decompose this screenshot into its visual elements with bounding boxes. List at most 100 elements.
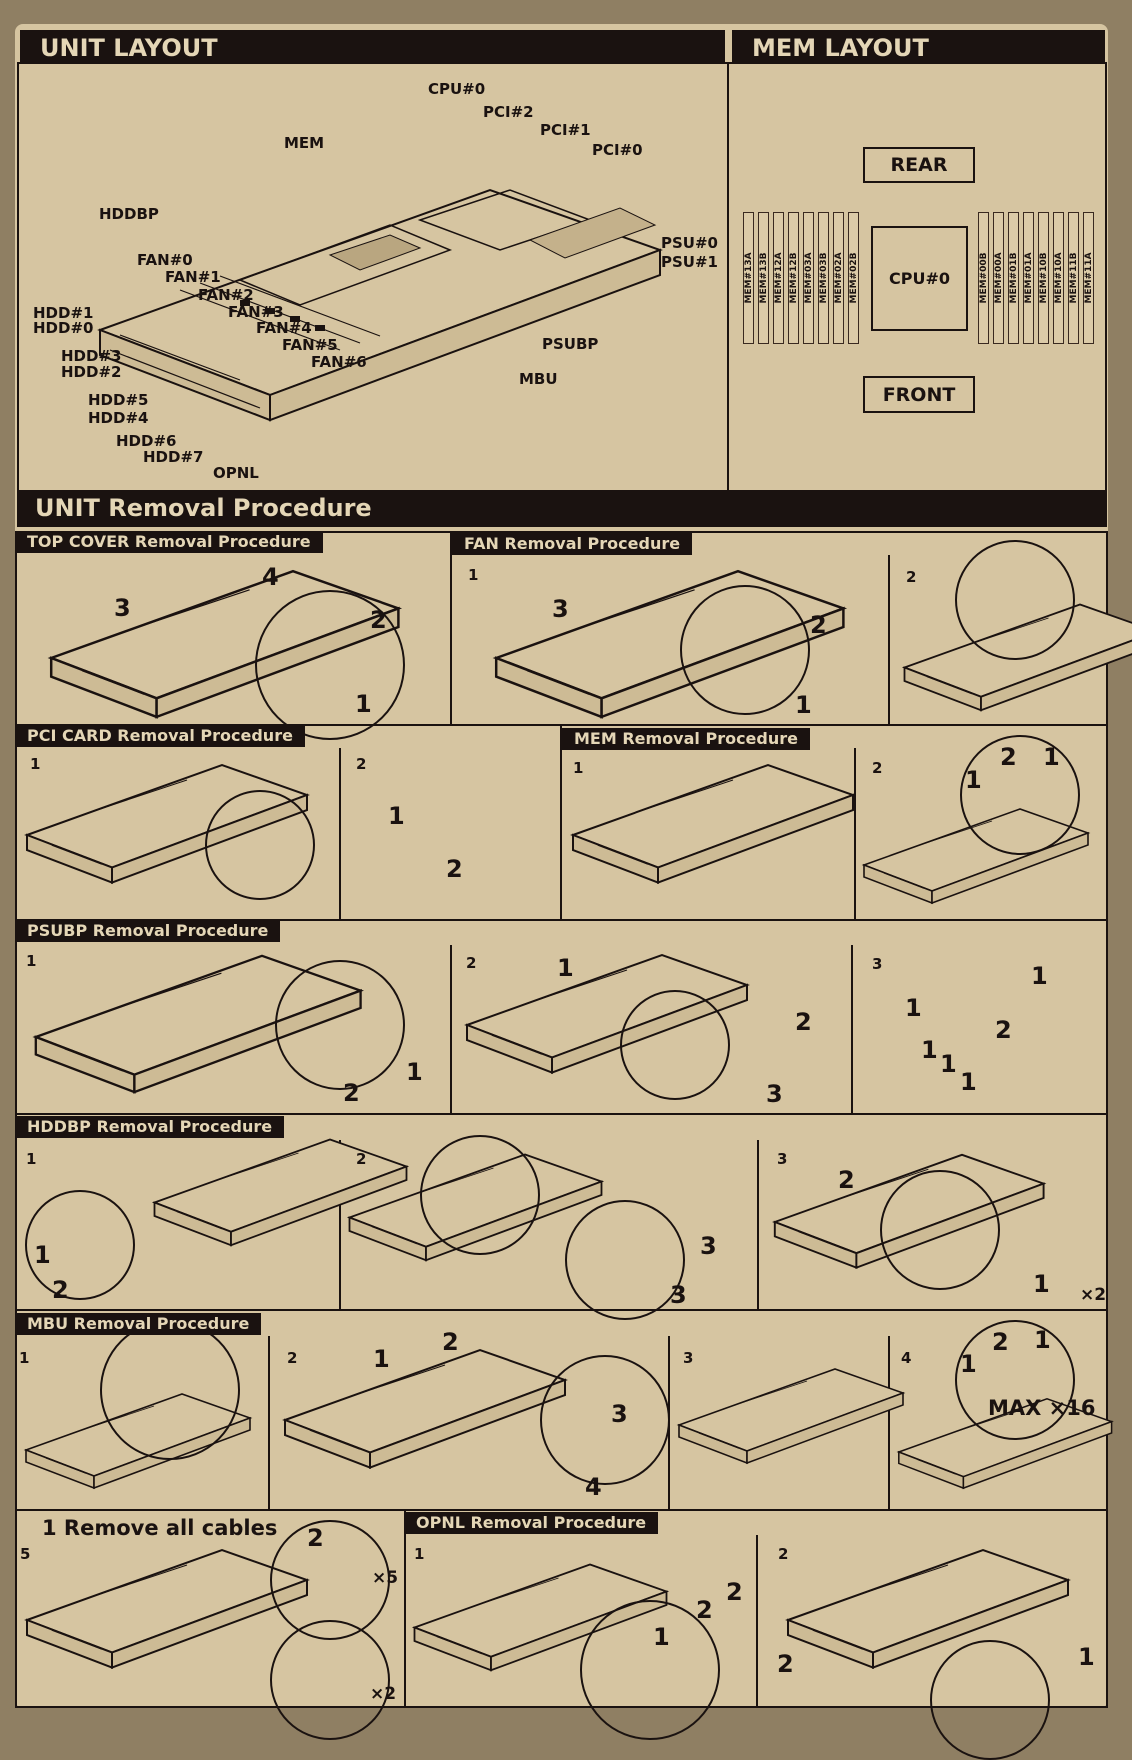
- step-number: 2: [778, 1545, 788, 1563]
- callout-label: ×5: [372, 1570, 398, 1587]
- callout-label: 2: [343, 1081, 360, 1105]
- dimm-slot-label: MEM#00A: [994, 252, 1004, 303]
- dimm-slot: MEM#02B: [848, 212, 859, 344]
- detail-magnifier-circle: [420, 1135, 540, 1255]
- callout-label: 1: [960, 1352, 977, 1376]
- detail-magnifier-circle: [955, 1320, 1075, 1440]
- pci-card-title: PCI CARD Removal Procedure: [15, 725, 305, 747]
- unit-label: FAN#6: [311, 353, 367, 371]
- step-number: 1: [26, 1150, 36, 1168]
- dimm-slot: MEM#10A: [1053, 212, 1064, 344]
- detail-magnifier-circle: [960, 735, 1080, 855]
- detail-magnifier-circle: [565, 1200, 685, 1320]
- detail-magnifier-circle: [205, 790, 315, 900]
- callout-label: 1: [1043, 745, 1060, 769]
- callout-label: 3: [611, 1402, 628, 1426]
- dimm-slot-label: MEM#02A: [834, 252, 844, 303]
- unit-label: FAN#4: [256, 319, 312, 337]
- callout-label: 1 Remove all cables: [42, 1518, 277, 1539]
- dimm-slot-label: MEM#03A: [804, 252, 814, 303]
- top-cover-title: TOP COVER Removal Procedure: [15, 531, 323, 553]
- step-number: 5: [20, 1545, 30, 1563]
- step-number: 3: [777, 1150, 787, 1168]
- step-number: 3: [683, 1349, 693, 1367]
- callout-label: 3: [700, 1234, 717, 1258]
- unit-label: HDD#7: [143, 448, 203, 466]
- step-number: 1: [26, 952, 36, 970]
- callout-label: 1: [795, 693, 812, 717]
- callout-label: 1: [960, 1070, 977, 1094]
- callout-label: 2: [795, 1010, 812, 1034]
- step-number: 1: [19, 1349, 29, 1367]
- callout-label: 2: [442, 1330, 459, 1354]
- dimm-slot-label: MEM#12B: [789, 253, 799, 304]
- callout-label: 2: [726, 1580, 743, 1604]
- step-number: 2: [906, 568, 916, 586]
- callout-label: 1: [373, 1347, 390, 1371]
- detail-magnifier-circle: [680, 585, 810, 715]
- detail-magnifier-circle: [275, 960, 405, 1090]
- unit-label: PCI#0: [592, 141, 643, 159]
- callout-label: 1: [1078, 1645, 1095, 1669]
- dimm-slot: MEM#00A: [993, 212, 1004, 344]
- callout-label: 2: [446, 857, 463, 881]
- unit-label: CPU#0: [428, 80, 485, 98]
- callout-label: 1: [965, 768, 982, 792]
- server-unit-illustration: [90, 180, 670, 450]
- detail-magnifier-circle: [955, 540, 1075, 660]
- callout-label: 3: [114, 596, 131, 620]
- step-number: 2: [356, 1150, 366, 1168]
- callout-label: ×2: [370, 1686, 396, 1703]
- rear-label: REAR: [863, 147, 975, 183]
- dimm-slot-label: MEM#11A: [1084, 252, 1094, 303]
- callout-label: 1: [905, 996, 922, 1020]
- callout-label: 1: [940, 1052, 957, 1076]
- dimm-slot-label: MEM#01A: [1024, 252, 1034, 303]
- fan-title: FAN Removal Procedure: [452, 533, 692, 555]
- callout-label: 2: [307, 1526, 324, 1550]
- dimm-slot-label: MEM#12A: [774, 252, 784, 303]
- callout-label: 1: [1034, 1328, 1051, 1352]
- server-chassis-illustration: [568, 760, 858, 885]
- detail-magnifier-circle: [100, 1320, 240, 1460]
- step-number: 1: [468, 566, 478, 584]
- callout-label: 1: [34, 1243, 51, 1267]
- server-chassis-illustration: [783, 1545, 1073, 1670]
- callout-label: 4: [262, 565, 279, 589]
- dimm-slot: MEM#11B: [1068, 212, 1079, 344]
- step-number: 4: [901, 1349, 911, 1367]
- callout-label: 1: [653, 1625, 670, 1649]
- unit-removal-header: UNIT Removal Procedure: [17, 490, 1107, 527]
- callout-label: 2: [992, 1330, 1009, 1354]
- dimm-slot-label: MEM#03B: [819, 253, 829, 304]
- cpu0-socket: CPU#0: [871, 226, 968, 331]
- unit-label: FAN#2: [198, 286, 254, 304]
- detail-magnifier-circle: [930, 1640, 1050, 1760]
- callout-label: 1: [1031, 964, 1048, 988]
- callout-label: 1: [557, 956, 574, 980]
- dimm-slot: MEM#10B: [1038, 212, 1049, 344]
- unit-label: HDD#4: [88, 409, 148, 427]
- dimm-slot: MEM#11A: [1083, 212, 1094, 344]
- dimm-slot: MEM#12A: [773, 212, 784, 344]
- callout-label: 1: [388, 804, 405, 828]
- detail-magnifier-circle: [880, 1170, 1000, 1290]
- unit-label: PSU#0: [661, 234, 718, 252]
- dimm-slot-label: MEM#00B: [979, 253, 989, 304]
- server-chassis-illustration: [22, 1545, 312, 1670]
- callout-label: 2: [777, 1652, 794, 1676]
- unit-label: OPNL: [213, 464, 259, 482]
- step-number: 2: [466, 954, 476, 972]
- mbu-title: MBU Removal Procedure: [15, 1313, 261, 1335]
- callout-label: 2: [995, 1018, 1012, 1042]
- dimm-slot: MEM#13B: [758, 212, 769, 344]
- step-number: 2: [356, 755, 366, 773]
- dimm-slot: MEM#03A: [803, 212, 814, 344]
- server-chassis-illustration: [675, 1365, 907, 1465]
- unit-label: HDD#0: [33, 319, 93, 337]
- callout-label: 1: [406, 1060, 423, 1084]
- dimm-slot: MEM#02A: [833, 212, 844, 344]
- callout-label: MAX ×16: [988, 1398, 1095, 1419]
- step-number: 1: [573, 759, 583, 777]
- unit-label: MBU: [519, 370, 558, 388]
